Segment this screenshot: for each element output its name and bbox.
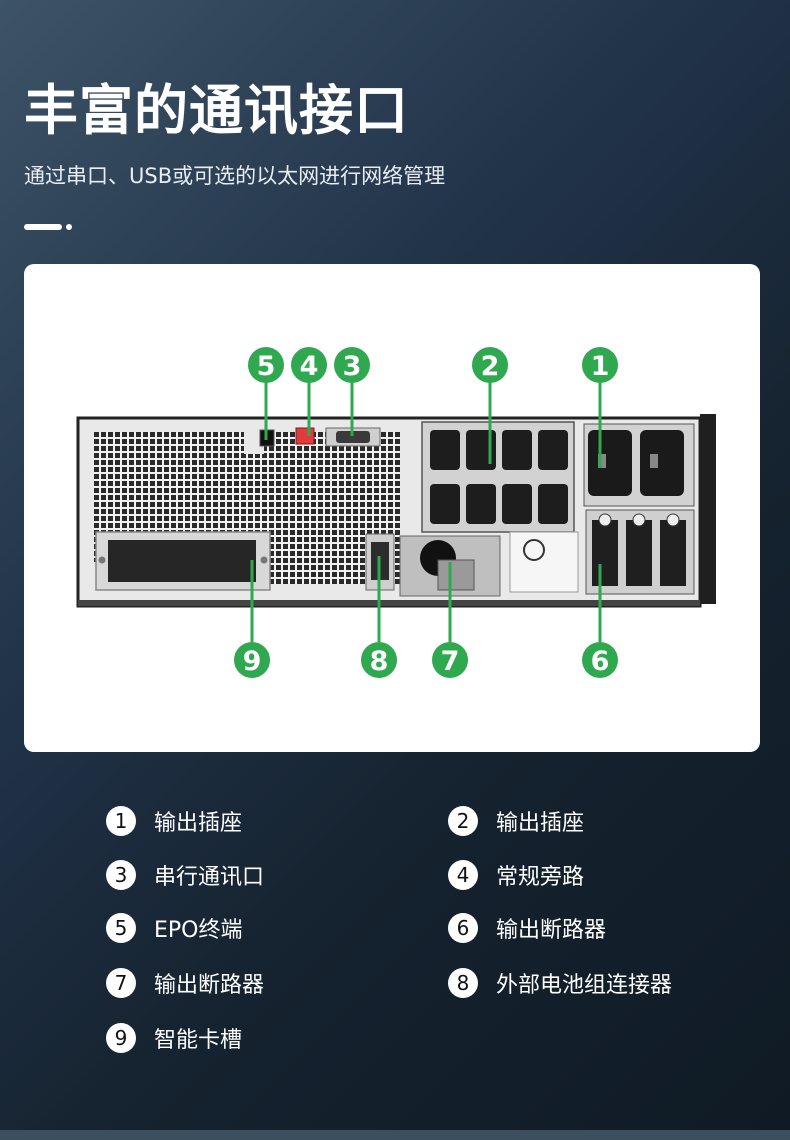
callout-lines — [250, 382, 602, 642]
callout-4: 4 — [291, 347, 327, 383]
legend-item-4: 4 常规旁路 — [448, 858, 584, 892]
accent-bar — [24, 224, 62, 230]
callout-1: 1 — [582, 347, 618, 383]
svg-text:7: 7 — [441, 646, 460, 677]
callout-9: 9 — [234, 642, 270, 678]
ups-rear-panel-figure: 5 4 3 2 1 9 8 7 — [24, 264, 760, 752]
legend-item-9: 9 智能卡槽 — [106, 1021, 242, 1055]
page-subtitle: 通过串口、USB或可选的以太网进行网络管理 — [24, 164, 446, 188]
callout-2: 2 — [472, 347, 508, 383]
callout-6: 6 — [582, 642, 618, 678]
callout-5: 5 — [248, 347, 284, 383]
legend-label: EPO终端 — [154, 918, 243, 943]
outlet-bank — [421, 421, 575, 533]
legend-number: 4 — [448, 860, 478, 890]
info-sticker — [509, 531, 579, 593]
legend-number: 6 — [448, 913, 478, 943]
label-logo — [523, 539, 545, 561]
legend-label: 外部电池组连接器 — [496, 973, 673, 998]
legend-number: 2 — [448, 806, 478, 836]
callout-7: 7 — [432, 642, 468, 678]
svg-text:9: 9 — [243, 646, 262, 677]
legend-number: 7 — [106, 968, 136, 998]
accent-dot — [66, 224, 72, 230]
svg-text:4: 4 — [300, 351, 319, 382]
legend-label: 输出断路器 — [496, 918, 607, 943]
legend-item-6: 6 输出断路器 — [448, 911, 606, 945]
legend-number: 8 — [448, 968, 478, 998]
smart-card-slot — [95, 531, 271, 591]
legend-number: 1 — [106, 806, 136, 836]
legend-item-7: 7 输出断路器 — [106, 966, 264, 1000]
legend-label: 串行通讯口 — [154, 865, 265, 890]
legend-number: 5 — [106, 913, 136, 943]
callout-3: 3 — [334, 347, 370, 383]
svg-text:8: 8 — [370, 646, 389, 677]
legend-number: 3 — [106, 860, 136, 890]
legend-label: 智能卡槽 — [154, 1028, 243, 1053]
page-title: 丰富的通讯接口 — [24, 79, 409, 142]
svg-text:5: 5 — [257, 351, 276, 382]
legend-item-5: 5 EPO终端 — [106, 911, 242, 945]
bottom-strip — [0, 1130, 790, 1140]
svg-text:2: 2 — [481, 351, 500, 382]
bypass-switch — [295, 427, 315, 445]
legend-label: 输出插座 — [154, 811, 243, 836]
legend-item-3: 3 串行通讯口 — [106, 858, 264, 892]
callout-8: 8 — [361, 642, 397, 678]
legend-item-2: 2 输出插座 — [448, 804, 584, 838]
legend-item-1: 1 输出插座 — [106, 804, 242, 838]
legend-label: 输出断路器 — [154, 973, 265, 998]
serial-port — [325, 427, 381, 447]
output-breakers — [585, 509, 695, 595]
legend-number: 9 — [106, 1023, 136, 1053]
svg-text:6: 6 — [591, 646, 610, 677]
legend-label: 常规旁路 — [496, 865, 585, 890]
legend-item-8: 8 外部电池组连接器 — [448, 966, 672, 1000]
legend-label: 输出插座 — [496, 811, 585, 836]
svg-text:1: 1 — [591, 351, 610, 382]
svg-text:3: 3 — [343, 351, 362, 382]
ups-rear-illustration: 5 4 3 2 1 9 8 7 — [76, 347, 716, 678]
